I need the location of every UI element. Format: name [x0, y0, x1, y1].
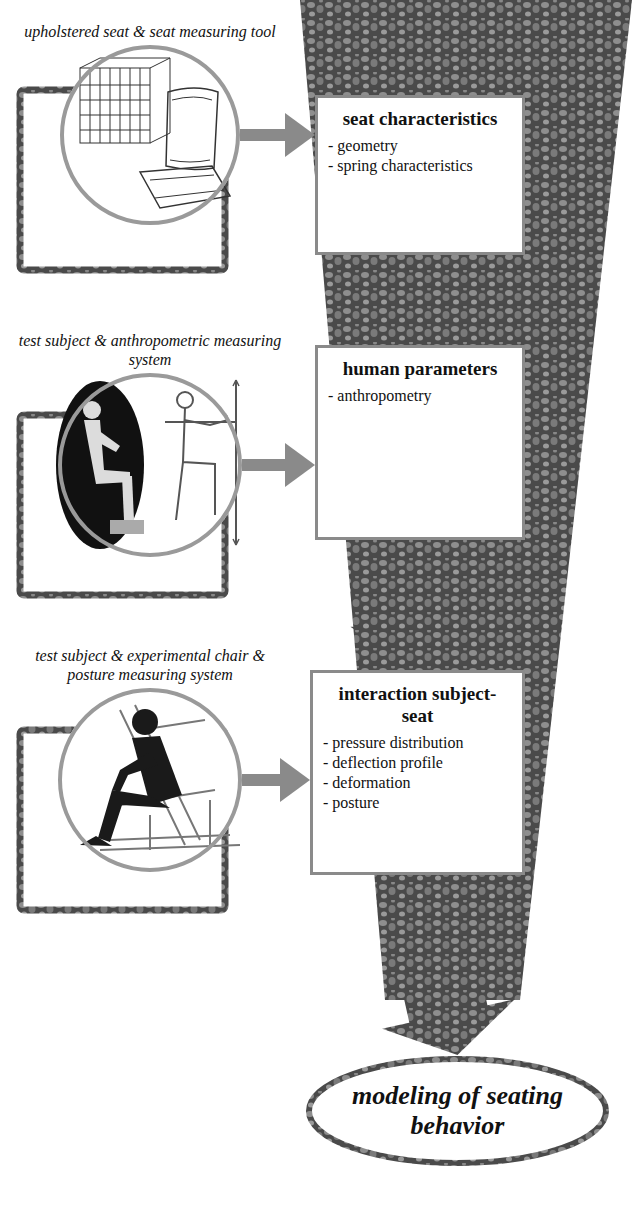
list-item: - posture — [323, 793, 512, 813]
illustration-circle: test subject & experimental chair & post… — [58, 688, 242, 872]
illustration-circle: test subject & anthropometric measuring … — [58, 373, 242, 557]
process-box: human parameters - anthropometry — [315, 345, 525, 540]
connector-line — [380, 255, 460, 305]
connector-line — [418, 875, 449, 1016]
circle-outline — [60, 45, 240, 225]
circle-border — [60, 690, 240, 870]
list-item: - pressure distribution — [323, 733, 512, 753]
list-item: - deformation — [323, 773, 512, 793]
connector-line — [418, 540, 420, 630]
circle-outline — [58, 688, 242, 872]
connector-line — [242, 459, 287, 471]
flow-funnel — [300, 0, 632, 1000]
arrow-head — [285, 443, 315, 487]
connector-line — [240, 129, 287, 141]
list-item: - geometry — [328, 136, 512, 156]
flow-connector — [382, 875, 515, 1055]
flow-connector — [240, 113, 315, 157]
flow-connector — [352, 255, 488, 345]
arrow-head — [285, 113, 315, 157]
arrow-head — [350, 627, 486, 670]
box-heading: human parameters — [328, 358, 512, 380]
process-box: seat characteristics - geometry- spring c… — [315, 95, 525, 255]
flow-connector — [242, 758, 310, 802]
circle-border — [62, 47, 238, 223]
illustration-caption: test subject & anthropometric measuring … — [10, 331, 290, 369]
flow-connector — [242, 443, 315, 487]
arrow-head — [352, 303, 488, 345]
arrow-head — [382, 999, 515, 1055]
process-box: interaction subject-seat - pressure distr… — [310, 670, 525, 875]
seat-illustration — [80, 58, 230, 208]
illustration-caption: test subject & experimental chair & post… — [10, 646, 290, 684]
box-heading: seat characteristics — [328, 108, 512, 130]
circle-border — [60, 375, 240, 555]
list-item: - deflection profile — [323, 753, 512, 773]
result-ellipse: modeling of seating behavior — [305, 1055, 610, 1167]
list-item: - anthropometry — [328, 386, 512, 406]
circle-ground — [60, 45, 240, 225]
result-label: modeling of seating behavior — [305, 1081, 610, 1141]
list-item: - spring characteristics — [328, 156, 512, 176]
flow-connector — [350, 540, 486, 670]
box-heading: interaction subject-seat — [323, 683, 512, 727]
illustration-caption: upholstered seat & seat measuring tool — [10, 22, 290, 41]
chair-illustration — [80, 705, 240, 850]
connector-line — [242, 774, 282, 786]
arrow-head — [280, 758, 310, 802]
circle-ground — [58, 688, 242, 872]
illustration-circle: upholstered seat & seat measuring tool — [60, 45, 240, 225]
circle-outline — [58, 373, 242, 557]
